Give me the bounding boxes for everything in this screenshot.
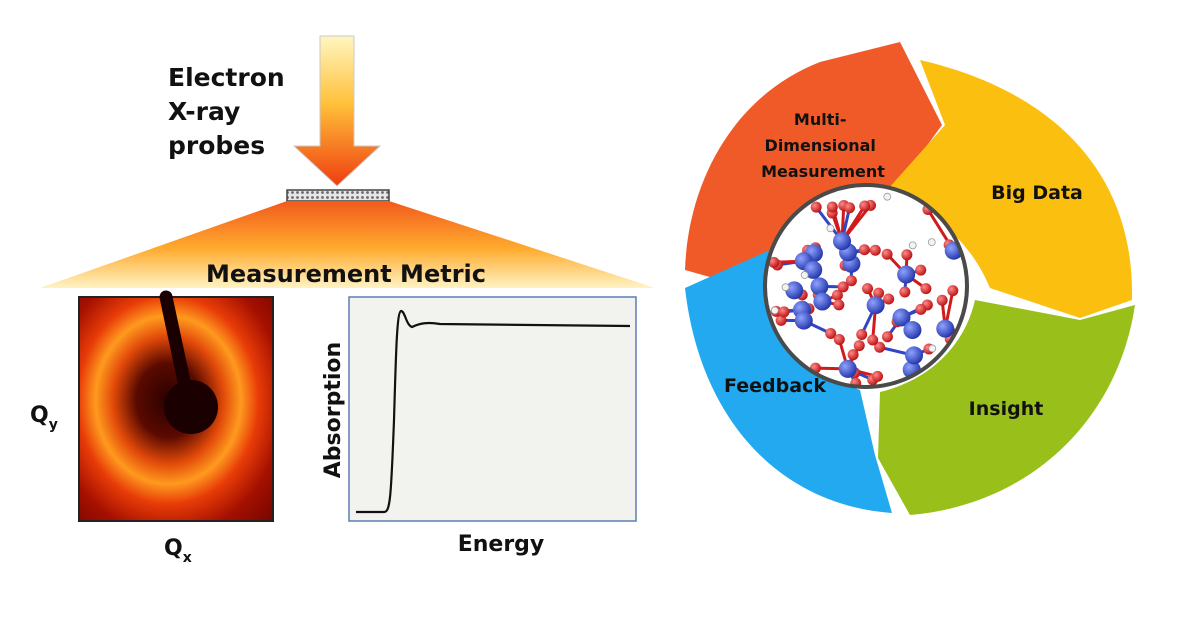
oxygen-atom	[778, 306, 790, 318]
cycle-segment-measurement	[685, 42, 942, 292]
metal-atom	[892, 308, 911, 327]
oxygen-atom	[837, 281, 849, 293]
metal-atom	[905, 346, 924, 365]
metal-atom	[810, 277, 829, 296]
hydrogen-atom	[770, 306, 779, 315]
metric-title: Measurement Metric	[206, 260, 486, 288]
absorption-xlabel: Energy	[458, 532, 545, 557]
oxygen-atom	[847, 349, 859, 361]
metal-atom	[833, 232, 852, 251]
qx-axis-label: Qx	[164, 536, 192, 566]
oxygen-atom	[920, 283, 932, 295]
oxygen-atom	[883, 293, 895, 305]
metal-atom	[897, 265, 916, 284]
oxygen-atom	[947, 285, 959, 297]
oxygen-atom	[862, 283, 874, 295]
oxygen-atom	[869, 244, 881, 256]
probe-arrow	[292, 35, 382, 187]
oxygen-atom	[859, 200, 871, 212]
oxygen-atom	[872, 370, 884, 382]
oxygen-atom	[810, 201, 822, 213]
cycle-segment-insight	[878, 300, 1135, 515]
cycle-diagram	[685, 42, 1135, 515]
oxygen-atom	[858, 244, 870, 256]
hydrogen-atom	[928, 344, 937, 353]
absorption-curve	[356, 309, 631, 514]
measurement-fan	[40, 201, 655, 288]
oxygen-atom	[881, 331, 893, 343]
metal-atom	[838, 359, 857, 378]
beam-stop	[164, 380, 218, 434]
oxygen-atom	[936, 294, 948, 306]
oxygen-atom	[915, 303, 927, 315]
metal-atom	[936, 319, 955, 338]
probe-label-line2: X-ray	[168, 97, 240, 126]
metal-atom	[903, 321, 922, 340]
oxygen-atom	[833, 299, 845, 311]
oxygen-atom	[850, 377, 862, 386]
probe-label-line3: probes	[168, 131, 265, 160]
hydrogen-atom	[908, 241, 917, 250]
hydrogen-atom	[800, 271, 809, 279]
metal-atom	[804, 260, 823, 279]
probe-label-line1: Electron	[168, 63, 285, 92]
oxygen-atom	[833, 334, 845, 346]
cycle-label-insight: Insight	[969, 398, 1044, 420]
absorption-plot	[348, 296, 637, 522]
hydrogen-atom	[826, 224, 835, 233]
qy-axis-label: Qy	[30, 403, 58, 433]
sample-slab	[286, 189, 390, 202]
oxygen-atom	[775, 314, 787, 326]
cycle-label-feedback: Feedback	[724, 375, 826, 397]
absorption-ylabel: Absorption	[321, 342, 346, 478]
oxygen-atom	[915, 264, 927, 276]
probe-label: Electron X-ray probes	[168, 63, 285, 160]
metal-atom	[813, 292, 832, 311]
hydrogen-atom	[883, 192, 892, 201]
oxygen-atom	[901, 249, 913, 261]
oxygen-atom	[856, 328, 868, 340]
molecule-circle	[763, 183, 969, 389]
metal-atom	[785, 281, 804, 300]
cycle-label-measurement: Multi- Dimensional Measurement	[761, 110, 885, 181]
oxygen-atom	[845, 275, 857, 287]
oxygen-atom	[874, 341, 886, 353]
hydrogen-atom	[781, 283, 790, 292]
cycle-segment-big-data	[880, 60, 1133, 318]
oxygen-atom	[899, 286, 911, 298]
cycle-segment-feedback	[685, 250, 892, 513]
oxygen-atom	[768, 256, 780, 268]
metal-atom	[866, 296, 885, 315]
oxygen-atom	[831, 289, 843, 301]
cycle-label-big-data: Big Data	[991, 182, 1083, 204]
hydrogen-atom	[927, 238, 936, 247]
metal-atom	[794, 311, 813, 330]
oxygen-atom	[826, 201, 838, 213]
oxygen-atom	[873, 287, 885, 299]
molecular-structure	[768, 192, 963, 386]
oxygen-atom	[844, 202, 856, 214]
oxygen-atom	[867, 334, 879, 346]
oxygen-atom	[825, 327, 837, 339]
diffraction-pattern	[78, 290, 274, 522]
oxygen-atom	[853, 340, 865, 352]
oxygen-atom	[881, 248, 893, 260]
